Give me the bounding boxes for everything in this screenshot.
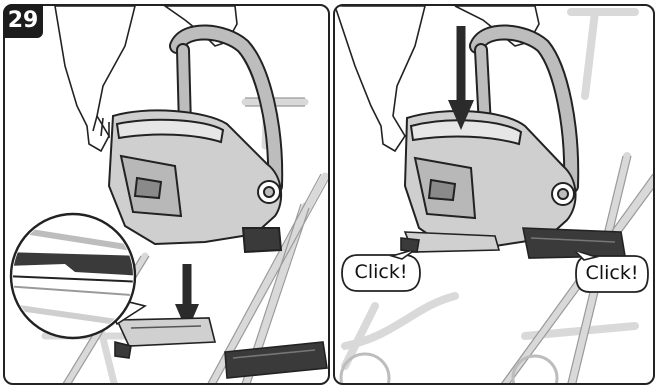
zoom-detail-callout — [5, 214, 145, 338]
illustration-attach-car-seat — [335, 6, 655, 385]
click-callout-left: Click! — [340, 251, 422, 297]
click-label-left: Click! — [340, 261, 422, 283]
stroller-adapter-left — [401, 232, 499, 252]
stroller-adapter-right — [225, 342, 327, 378]
step-number-badge: 29 — [3, 4, 43, 38]
instruction-panel-left — [3, 4, 330, 385]
stroller-wheel — [341, 354, 557, 385]
click-callout-right: Click! — [574, 252, 650, 298]
infant-car-seat — [405, 111, 576, 246]
click-label-right: Click! — [574, 262, 650, 284]
stroller-adapter-left — [115, 318, 215, 358]
illustration-lift-car-seat — [5, 6, 330, 385]
infant-car-seat — [109, 110, 281, 252]
instruction-panel-right — [333, 4, 655, 385]
